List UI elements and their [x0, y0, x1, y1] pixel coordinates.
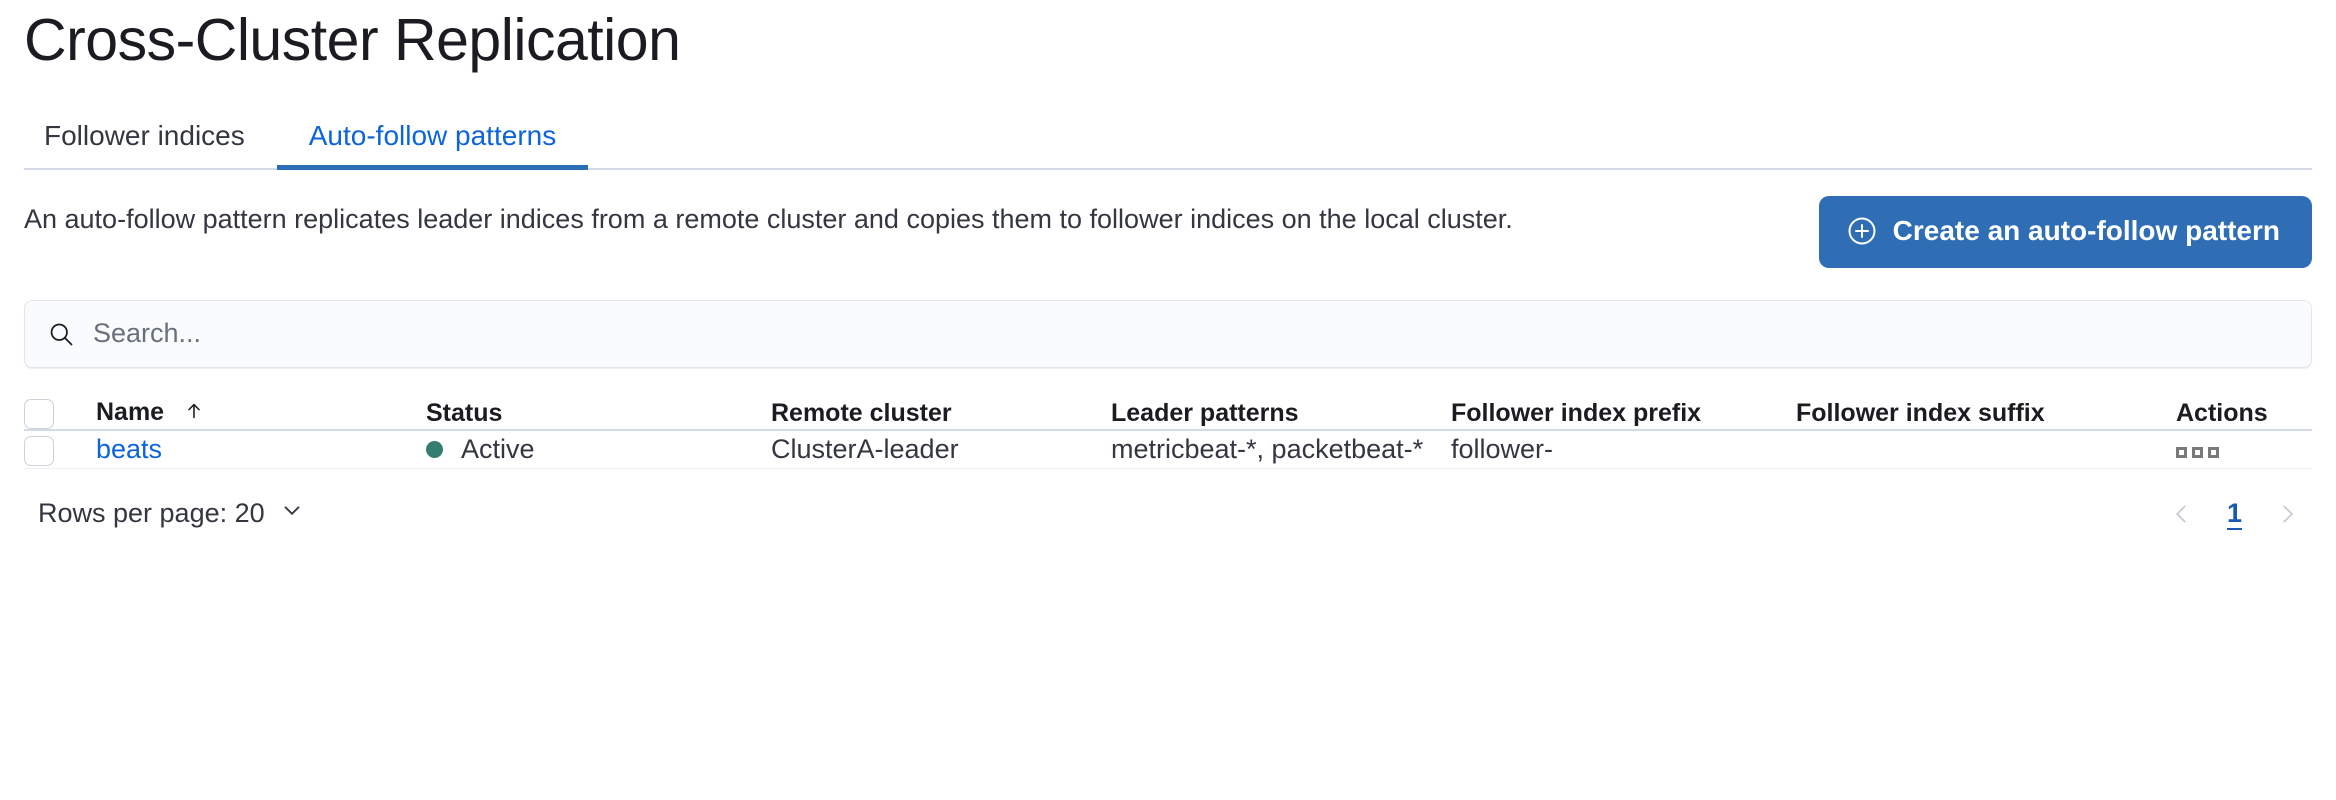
search-input[interactable]: [93, 318, 2289, 350]
column-header-name-label: Name: [96, 397, 165, 426]
next-page-icon[interactable]: [2274, 501, 2300, 527]
column-header-actions: Actions: [2176, 398, 2312, 430]
search-icon: [47, 320, 75, 348]
column-header-remote-cluster-label: Remote cluster: [771, 398, 952, 427]
table-footer: Rows per page: 20 1: [24, 497, 2312, 530]
column-header-name[interactable]: Name: [96, 398, 426, 430]
table-row: beats Active ClusterA-leader metricbeat-…: [24, 430, 2312, 469]
table-body: beats Active ClusterA-leader metricbeat-…: [24, 430, 2312, 469]
column-header-follower-index-suffix: Follower index suffix: [1796, 398, 2176, 430]
pagination: 1: [2169, 498, 2300, 529]
status-dot-icon: [426, 441, 443, 459]
pattern-name-link[interactable]: beats: [96, 434, 163, 465]
status-label: Active: [461, 434, 535, 465]
row-select-cell: [24, 430, 96, 469]
cell-leader-patterns: metricbeat-*, packetbeat-*: [1111, 433, 1424, 464]
search-bar[interactable]: [24, 299, 2312, 368]
tab-auto-follow-patterns-label: Auto-follow patterns: [308, 119, 557, 151]
column-header-leader-patterns: Leader patterns: [1111, 398, 1451, 430]
column-header-follower-index-suffix-label: Follower index suffix: [1796, 398, 2045, 427]
create-auto-follow-pattern-label: Create an auto-follow pattern: [1892, 214, 2280, 246]
page-description: An auto-follow pattern replicates leader…: [24, 203, 1513, 234]
cell-follower-index-prefix: follower-: [1451, 434, 1554, 465]
chevron-down-icon: [279, 497, 305, 530]
page-title: Cross-Cluster Replication: [24, 7, 681, 73]
tab-follower-indices-label: Follower indices: [44, 119, 245, 151]
column-header-follower-index-prefix: Follower index prefix: [1451, 398, 1796, 430]
rows-per-page-selector[interactable]: Rows per page: 20: [38, 497, 305, 530]
create-auto-follow-pattern-button[interactable]: Create an auto-follow pattern: [1818, 195, 2312, 268]
column-header-remote-cluster: Remote cluster: [771, 398, 1111, 430]
previous-page-icon[interactable]: [2169, 501, 2195, 527]
tab-bar: Follower indices Auto-follow patterns: [24, 108, 2312, 170]
boxes-horizontal-icon[interactable]: [2176, 447, 2219, 459]
sort-ascending-icon: [183, 400, 205, 429]
auto-follow-patterns-table: Name Status Remote cluster Leader patter…: [24, 398, 2312, 469]
table-header: Name Status Remote cluster Leader patter…: [24, 398, 2312, 430]
row-select-checkbox[interactable]: [24, 435, 54, 466]
cell-name: beats: [96, 430, 426, 469]
column-header-actions-label: Actions: [2176, 398, 2268, 427]
select-all-header: [24, 398, 96, 430]
page-number-1[interactable]: 1: [2226, 498, 2242, 529]
description-row: An auto-follow pattern replicates leader…: [24, 195, 2312, 268]
cell-actions: [2176, 430, 2312, 469]
select-all-checkbox[interactable]: [24, 398, 54, 429]
table-header-row: Name Status Remote cluster Leader patter…: [24, 398, 2312, 430]
rows-per-page-label: Rows per page: 20: [38, 498, 265, 529]
column-header-status-label: Status: [426, 398, 503, 427]
column-header-follower-index-prefix-label: Follower index prefix: [1451, 398, 1702, 427]
cell-remote-cluster: ClusterA-leader: [771, 434, 959, 465]
tab-follower-indices[interactable]: Follower indices: [24, 119, 277, 168]
cell-follower-index-suffix: [1796, 430, 2176, 469]
column-header-leader-patterns-label: Leader patterns: [1111, 398, 1299, 427]
column-header-status: Status: [426, 398, 771, 430]
tab-auto-follow-patterns[interactable]: Auto-follow patterns: [276, 119, 589, 170]
cell-status: Active: [426, 430, 771, 469]
plus-in-circle-icon: [1847, 216, 1877, 246]
